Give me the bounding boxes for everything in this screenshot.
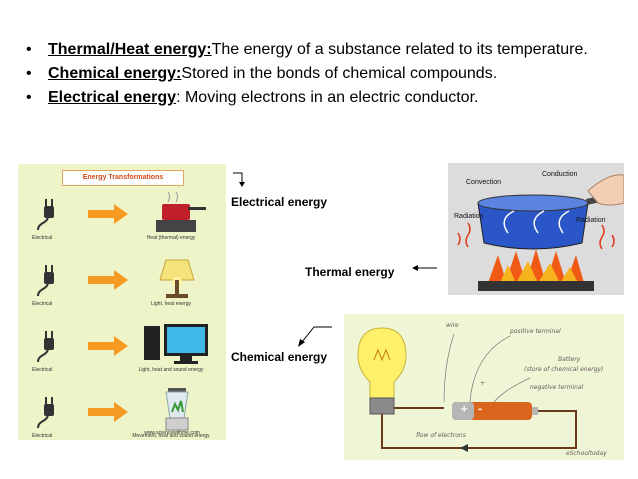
circuit-label-battery-note: (store of chemical energy) — [524, 366, 604, 373]
arrow-right-icon — [88, 336, 128, 356]
plug-icon — [37, 199, 54, 231]
transformation-row: Electrical Light, heat energy — [18, 256, 226, 322]
bullet-chemical: • Chemical energy:Stored in the bonds of… — [22, 64, 622, 83]
label-electrical-energy: Electrical energy — [231, 195, 328, 209]
plug-icon — [37, 397, 54, 429]
bullet-dot: • — [26, 89, 32, 106]
label-thermal-energy: Thermal energy — [305, 265, 395, 279]
pointer-arrow-icon — [412, 265, 437, 271]
energy-transformations-title: Energy Transformations — [62, 170, 184, 186]
caption-conduction: Conduction — [542, 171, 578, 178]
source-label: Electrical — [32, 433, 53, 439]
source-label: Electrical — [32, 235, 53, 241]
plug-icon — [37, 265, 54, 297]
transformation-row: Electrical Movement, heat and sound ener… — [18, 388, 226, 454]
heat-transfer-image: Convection Conduction Radiation Radiatio… — [448, 163, 624, 295]
arrow-right-icon — [88, 270, 128, 290]
circuit-label-battery: Battery — [558, 356, 581, 363]
circuit-label-positive-terminal: positive terminal — [510, 328, 561, 335]
bullet-text: Stored in the bonds of chemical compound… — [181, 65, 498, 82]
pointer-arrow-icon — [298, 326, 332, 347]
bullet-list: • Thermal/Heat energy:The energy of a su… — [22, 40, 622, 112]
heat-transfer-illustration — [448, 163, 624, 295]
source-url: www.sciencewithme.com — [144, 430, 200, 436]
bullet-term: Thermal/Heat energy: — [48, 41, 212, 58]
source-label: Electrical — [32, 301, 53, 307]
transformation-row: Electrical Heat (thermal) energy — [18, 190, 226, 256]
circuit-label-wire: wire — [446, 322, 459, 329]
circuit-illustration — [357, 327, 577, 452]
battery-minus-sign: - — [478, 404, 483, 415]
source-label: Electrical — [32, 367, 53, 373]
result-label: Movement, heat and sound energy — [132, 433, 210, 439]
blender-icon — [165, 388, 189, 431]
pot-on-stove-icon — [156, 191, 206, 232]
bullet-dot: • — [26, 41, 32, 58]
circuit-label-negative-terminal: negative terminal — [530, 384, 584, 391]
result-label: Heat (thermal) energy — [146, 235, 196, 241]
circuit-label-plus: + — [480, 380, 486, 387]
transformation-row: Electrical Light, heat and sound energy — [18, 322, 226, 388]
bullet-dot: • — [26, 65, 32, 82]
circuit-label-flow: flow of electrons — [416, 432, 466, 439]
arrow-right-icon — [88, 204, 128, 224]
caption-radiation-left: Radiation — [454, 213, 484, 220]
bullet-text: The energy of a substance related to its… — [211, 41, 588, 58]
bullet-electrical: • Electrical energy: Moving electrons in… — [22, 88, 622, 107]
electric-circuit-image: wire positive terminal Battery (store of… — [344, 314, 624, 460]
computer-icon — [144, 324, 208, 364]
caption-radiation-right: Radiation — [576, 217, 606, 224]
result-label: Light, heat energy — [150, 301, 192, 307]
caption-convection: Convection — [466, 179, 502, 186]
plug-icon — [37, 331, 54, 363]
label-chemical-energy: Chemical energy — [231, 350, 328, 364]
bullet-term: Electrical energy — [48, 89, 177, 106]
bullet-term: Chemical energy: — [48, 65, 182, 82]
bullet-thermal: • Thermal/Heat energy:The energy of a su… — [22, 40, 622, 59]
energy-transformations-image: Energy Transformations Electrical Heat (… — [18, 164, 226, 440]
pointer-arrow-icon — [233, 172, 245, 187]
battery-plus-sign: + — [460, 404, 469, 415]
lamp-icon — [159, 259, 195, 298]
bullet-text: : Moving electrons in an electric conduc… — [176, 89, 479, 106]
result-label: Light, heat and sound energy — [138, 367, 204, 373]
circuit-credit: eSchooltoday — [566, 450, 607, 457]
arrow-right-icon — [88, 402, 128, 422]
